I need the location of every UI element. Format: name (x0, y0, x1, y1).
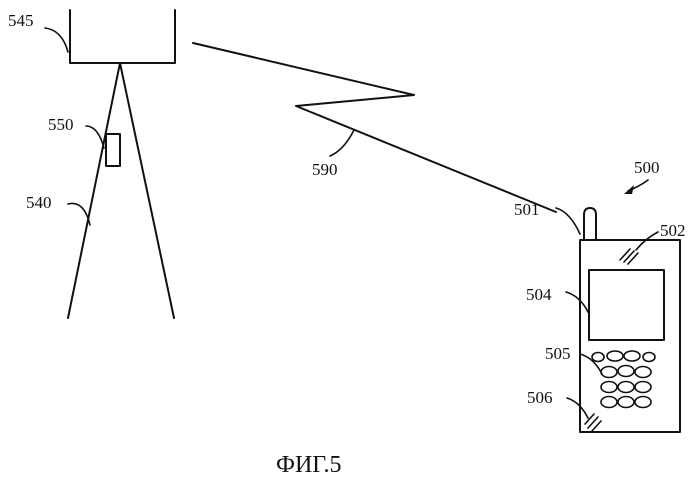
phone-antenna (584, 208, 596, 240)
label-590: 590 (312, 160, 338, 179)
label-506: 506 (527, 388, 553, 407)
leader-545 (45, 28, 68, 52)
label-504: 504 (526, 285, 552, 304)
label-502: 502 (660, 221, 686, 240)
wireless-link (193, 43, 556, 212)
arrow-500-head (624, 185, 634, 194)
tower-device (106, 134, 120, 166)
tower (68, 63, 174, 318)
label-505: 505 (545, 344, 571, 363)
label-500: 500 (634, 158, 660, 177)
label-501: 501 (514, 200, 540, 219)
station-box (70, 10, 175, 63)
leader-550 (86, 126, 104, 148)
leader-501 (556, 208, 580, 234)
leader-590 (330, 130, 354, 156)
figure-caption: ФИГ.5 (276, 452, 341, 478)
label-540: 540 (26, 193, 52, 212)
phone-display (589, 270, 664, 340)
mobile-phone (580, 208, 680, 432)
label-545: 545 (8, 11, 34, 30)
label-550: 550 (48, 115, 74, 134)
